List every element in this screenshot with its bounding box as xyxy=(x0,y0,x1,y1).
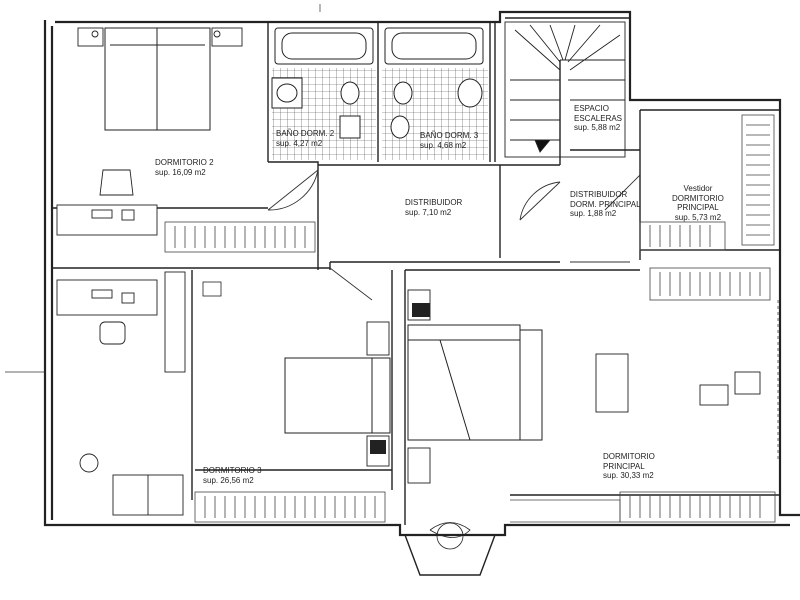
room-name-line-2: DORM. PRINCIPAL xyxy=(570,199,641,209)
outer-walls xyxy=(43,10,800,537)
room-name: Vestidor xyxy=(683,184,713,193)
room-area: sup. 26,56 m2 xyxy=(203,475,254,485)
room-name: DORMITORIO 3 xyxy=(203,466,262,475)
room-label-dormitorio-2: DORMITORIO 2 sup. 16,09 m2 xyxy=(155,158,214,177)
room-name: BAÑO DORM. 2 xyxy=(276,129,335,138)
room-name-line-2: ESCALERAS xyxy=(574,113,623,123)
interior-walls xyxy=(52,17,780,525)
tv-sets xyxy=(202,281,430,454)
dimension-marks xyxy=(5,4,779,460)
room-name: DISTRIBUIDOR xyxy=(570,190,628,199)
desks xyxy=(56,169,761,516)
room-area: sup. 7,10 m2 xyxy=(405,207,452,217)
bay-window xyxy=(404,522,496,576)
room-name: DISTRIBUIDOR xyxy=(405,198,463,207)
room-area: sup. 5,73 m2 xyxy=(674,212,722,222)
room-name: BAÑO DORM. 3 xyxy=(420,131,479,140)
staircase xyxy=(504,21,626,158)
room-area: sup. 30,33 m2 xyxy=(603,471,654,480)
bathtubs xyxy=(274,27,484,65)
room-area: sup. 1,88 m2 xyxy=(570,209,617,218)
room-label-espacio-escaleras: ESPACIO ESCALERAS sup. 5,88 m2 xyxy=(574,104,622,133)
room-name-line-2: DORMITORIO xyxy=(672,193,724,203)
sanitary-fixtures xyxy=(271,77,483,139)
room-name: ESPACIO xyxy=(574,104,609,113)
room-label-bano-dorm-3: BAÑO DORM. 3 sup. 4,68 m2 xyxy=(420,131,478,150)
room-area: sup. 4,27 m2 xyxy=(276,138,323,148)
room-name: DORMITORIO 2 xyxy=(155,158,214,167)
room-label-distribuidor: DISTRIBUIDOR sup. 7,10 m2 xyxy=(405,198,462,217)
room-label-bano-dorm-2: BAÑO DORM. 2 sup. 4,27 m2 xyxy=(276,129,334,148)
beds xyxy=(104,27,543,441)
room-label-dormitorio-3: DORMITORIO 3 sup. 26,56 m2 xyxy=(203,466,262,485)
room-area: sup. 16,09 m2 xyxy=(155,167,206,177)
room-area: sup. 5,88 m2 xyxy=(574,123,621,132)
room-name: DORMITORIO xyxy=(603,452,655,461)
closets xyxy=(164,114,776,523)
doors xyxy=(267,169,641,301)
room-label-vestidor: Vestidor DORMITORIO PRINCIPAL sup. 5,73 … xyxy=(672,184,724,222)
room-label-distribuidor-dorm-principal: DISTRIBUIDOR DORM. PRINCIPAL sup. 1,88 m… xyxy=(570,190,641,219)
room-name-line-2: PRINCIPAL xyxy=(603,461,645,471)
room-name-line-3: PRINCIPAL xyxy=(677,203,719,212)
room-label-dormitorio-principal: DORMITORIO PRINCIPAL sup. 30,33 m2 xyxy=(603,452,655,481)
room-area: sup. 4,68 m2 xyxy=(420,140,467,150)
